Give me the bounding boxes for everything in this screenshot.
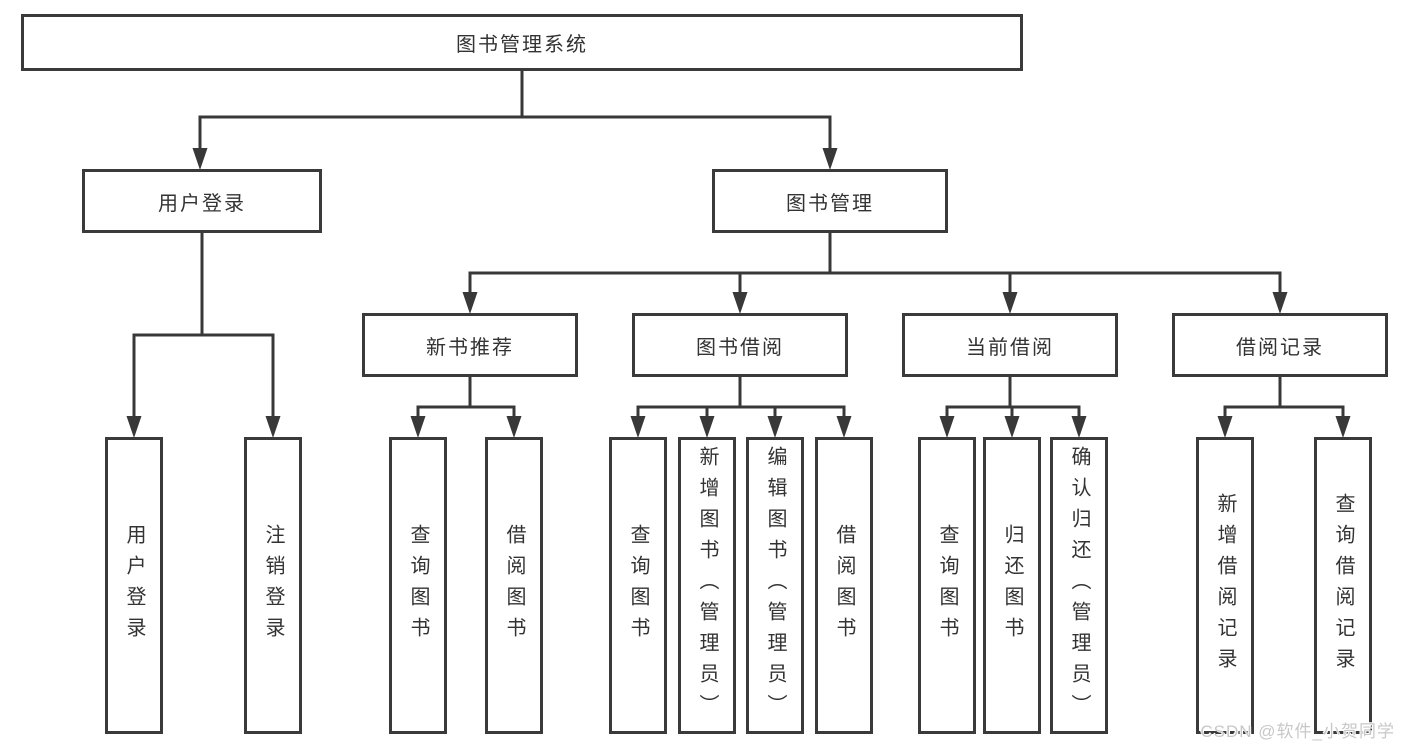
leaf-logout-login: 注销登录: [244, 437, 302, 734]
node-current-borrowing: 当前借阅: [902, 313, 1118, 377]
leaf-user-login: 用户登录: [105, 437, 163, 734]
leaf-confirm-return-admin: 确认归还（管理员）: [1050, 437, 1108, 734]
leaf-query-borrow-record: 查询借阅记录: [1314, 437, 1372, 734]
leaf-borrowing-borrow-books: 借阅图书: [815, 437, 873, 734]
node-book-borrowing: 图书借阅: [632, 313, 848, 377]
leaf-add-borrow-record: 新增借阅记录: [1196, 437, 1254, 734]
leaf-return-books: 归还图书: [983, 437, 1041, 734]
node-book-management: 图书管理: [712, 169, 948, 233]
leaf-edit-books-admin: 编辑图书（管理员）: [746, 437, 804, 734]
node-borrowing-records: 借阅记录: [1172, 313, 1388, 377]
leaf-add-books-admin: 新增图书（管理员）: [678, 437, 736, 734]
leaf-recommend-query-books: 查询图书: [389, 437, 447, 734]
watermark: CSDN @软件_小贺同学: [1200, 722, 1395, 741]
leaf-recommend-borrow-books: 借阅图书: [485, 437, 543, 734]
leaf-current-query-books: 查询图书: [918, 437, 976, 734]
node-new-book-recommend: 新书推荐: [362, 313, 578, 377]
node-user-login: 用户登录: [82, 169, 322, 233]
node-root-library-management-system: 图书管理系统: [21, 14, 1023, 71]
leaf-borrowing-query-books: 查询图书: [609, 437, 667, 734]
